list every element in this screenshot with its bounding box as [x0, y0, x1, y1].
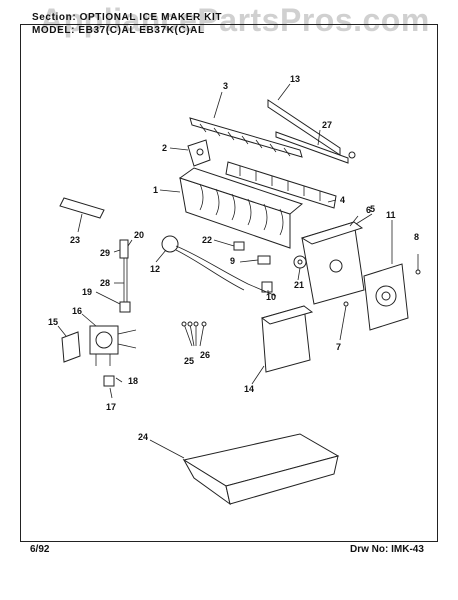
callout-5: 5 — [370, 204, 375, 214]
callout-14: 14 — [244, 384, 254, 394]
diagram-frame — [20, 24, 438, 542]
callout-11: 11 — [386, 210, 396, 220]
callout-13: 13 — [290, 74, 300, 84]
callout-6: 6 — [366, 205, 371, 215]
motor-plate — [363, 220, 409, 331]
watermark: AppliancePartsPros.com — [40, 2, 430, 38]
fitting — [103, 375, 123, 399]
callout-16: 16 — [72, 306, 82, 316]
ice-bin — [149, 433, 340, 506]
stripper — [225, 161, 337, 209]
callout-4: 4 — [340, 195, 345, 205]
screw-8 — [415, 254, 421, 275]
ice-mold — [159, 167, 304, 249]
ejector-rake — [189, 91, 303, 158]
drive-gear — [293, 255, 307, 281]
callout-3: 3 — [223, 81, 228, 91]
callout-25: 25 — [184, 356, 194, 366]
wire-harness — [155, 235, 277, 297]
callout-7: 7 — [336, 342, 341, 352]
small-clip-22 — [213, 239, 245, 251]
callout-28: 28 — [100, 278, 110, 288]
screws — [181, 321, 207, 347]
shutoff-arm — [59, 197, 105, 233]
callout-29: 29 — [100, 248, 110, 258]
callout-8: 8 — [414, 232, 419, 242]
callout-1: 1 — [153, 185, 158, 195]
water-valve — [57, 313, 137, 366]
page-header: Section: OPTIONAL ICE MAKER KIT MODEL: E… — [32, 11, 222, 37]
screw-7 — [339, 301, 349, 341]
section-title: Section: OPTIONAL ICE MAKER KIT — [32, 12, 223, 23]
callout-18: 18 — [128, 376, 138, 386]
control-housing — [300, 213, 373, 305]
model-line: MODEL: EB37(C)AL EB37K(C)AL — [32, 25, 205, 36]
callout-15: 15 — [48, 317, 58, 327]
callout-22: 22 — [202, 235, 212, 245]
callout-labels: 1 2 3 4 5 6 7 8 9 10 11 12 13 14 15 16 1… — [48, 74, 419, 442]
callout-23: 23 — [70, 235, 80, 245]
callout-27: 27 — [322, 120, 332, 130]
callout-12: 12 — [150, 264, 160, 274]
fill-tube — [95, 239, 133, 313]
callout-9: 9 — [230, 256, 235, 266]
callout-17: 17 — [106, 402, 116, 412]
callout-20: 20 — [134, 230, 144, 240]
revision-date: 6/92 — [30, 544, 50, 555]
callout-21: 21 — [294, 280, 304, 290]
drawing-number: Drw No: IMK-43 — [350, 544, 424, 555]
callout-26: 26 — [200, 350, 210, 360]
bracket-2 — [169, 139, 211, 167]
rod — [275, 129, 356, 164]
callout-19: 19 — [82, 287, 92, 297]
callout-10: 10 — [266, 292, 276, 302]
front-cover — [251, 305, 314, 385]
callout-2: 2 — [162, 143, 167, 153]
bracket-9 — [239, 255, 271, 265]
callout-24: 24 — [138, 432, 148, 442]
